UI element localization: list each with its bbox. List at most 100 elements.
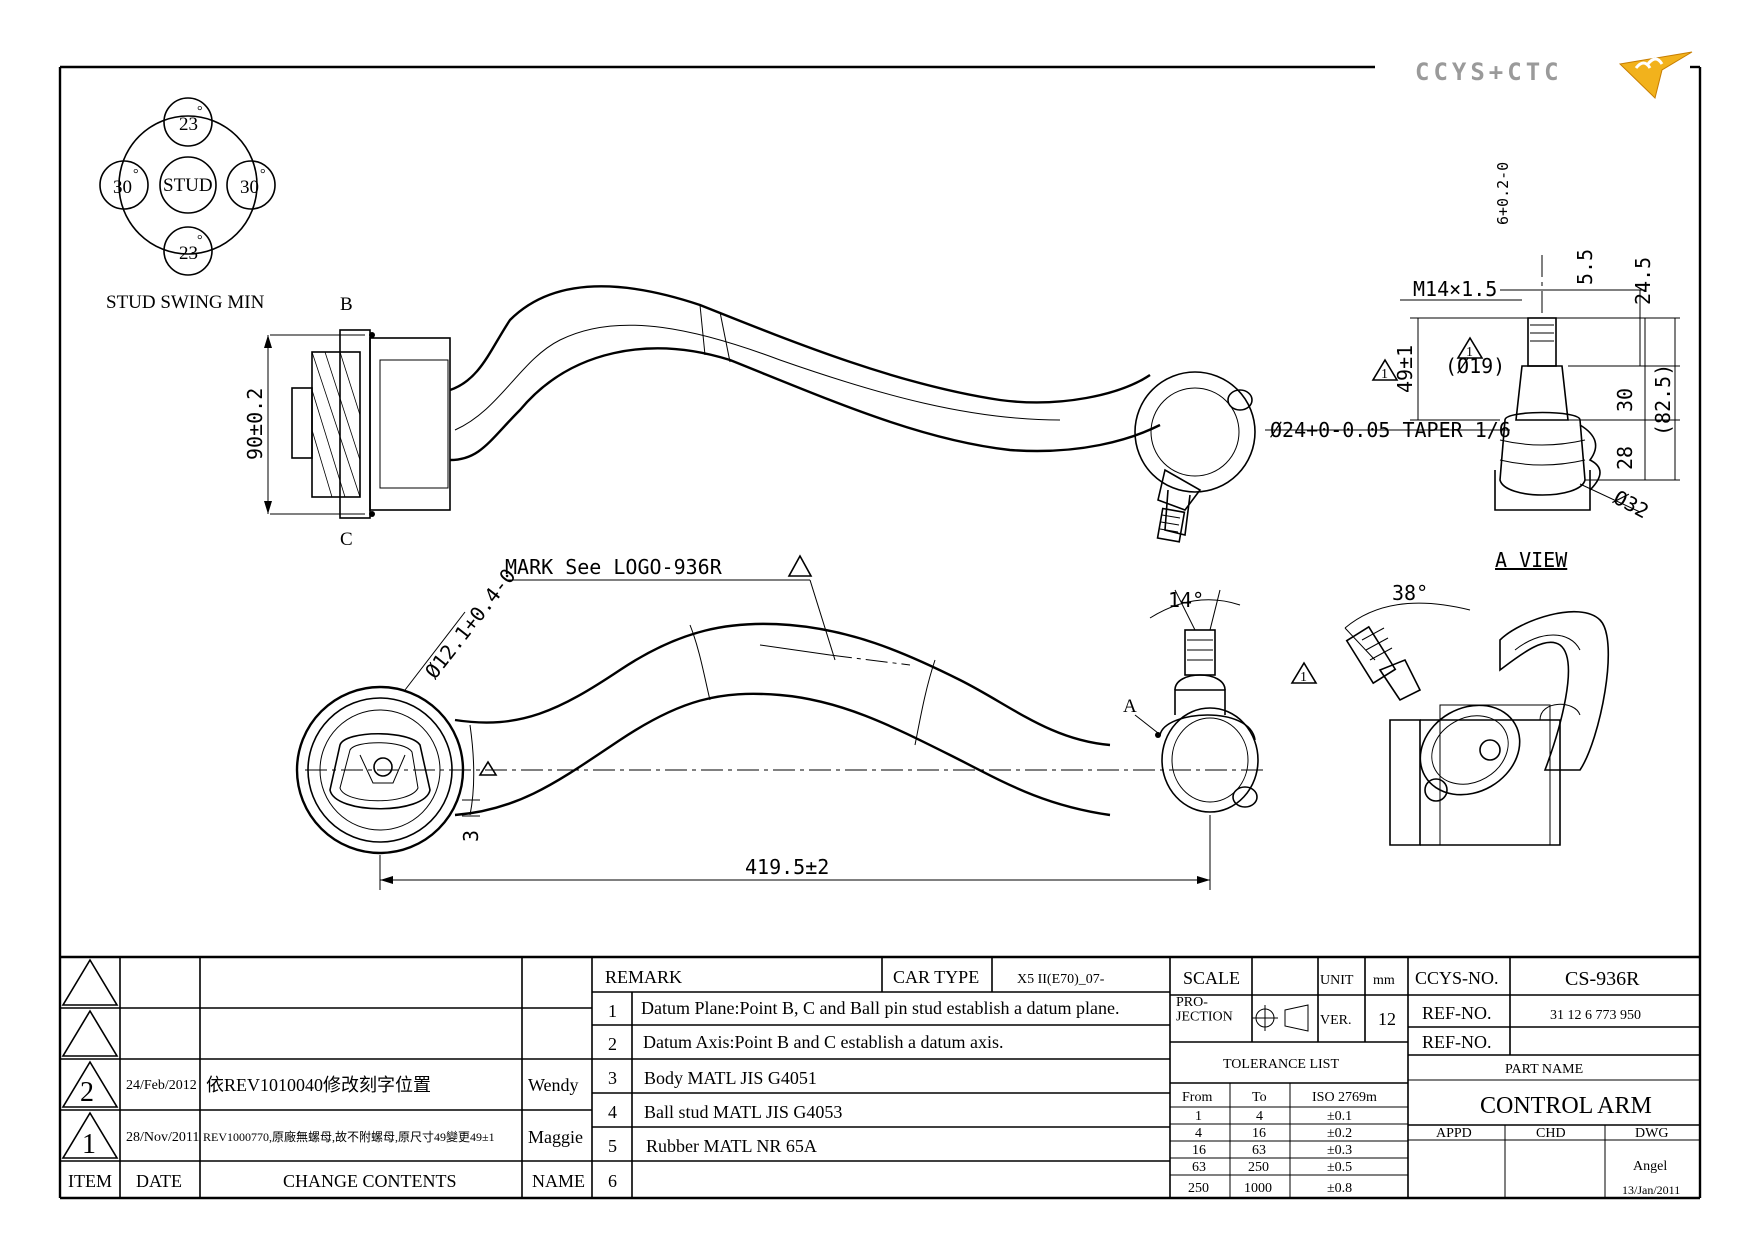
tolerance-row3-tol: ±0.3 [1327, 1143, 1352, 1158]
tolerance-row2-to: 16 [1252, 1126, 1266, 1141]
swing-left-value: 30 [113, 177, 132, 198]
tolerance-row4-tol: ±0.5 [1327, 1160, 1352, 1175]
dimension-warning-number: 1 [1381, 367, 1388, 382]
remark-1-no: 1 [608, 1001, 617, 1021]
revision-row4-triangle-icon [61, 1111, 119, 1159]
tolerance-row5-tol: ±0.8 [1327, 1181, 1352, 1196]
front-view-drawing: MARK See LOGO-936R Ø12.1+0.4-0 14° A 3 4… [295, 554, 1265, 890]
drawn-date: 13/Jan/2011 [1622, 1183, 1680, 1197]
front-view-dim-3: 3 [459, 830, 483, 842]
revision-row4-name: Maggie [528, 1127, 583, 1147]
appd-label: APPD [1436, 1126, 1472, 1141]
remark-4-no: 4 [608, 1102, 617, 1122]
remark-2-no: 2 [608, 1034, 617, 1054]
top-view-height-dim: 90±0.2 [243, 388, 267, 460]
tolerance-row5-to: 1000 [1244, 1181, 1272, 1196]
tolerance-row2-tol: ±0.2 [1327, 1126, 1352, 1141]
tolerance-header-iso: ISO 2769m [1312, 1090, 1377, 1105]
scale-label: SCALE [1183, 968, 1240, 988]
remark-2-text: Datum Axis:Point B and C establish a dat… [643, 1032, 1003, 1052]
revision-row3-date: 24/Feb/2012 [126, 1078, 197, 1093]
tolerance-row4-to: 250 [1248, 1160, 1269, 1175]
dimension-warning-icon [1371, 358, 1399, 381]
a-view-warning-icon [1456, 336, 1484, 359]
company-logo: CCYS+CTC [1415, 51, 1693, 99]
a-view-dia-32: Ø32 [1610, 485, 1653, 523]
ref-no-label: REF-NO. [1422, 1003, 1492, 1023]
remark-label: REMARK [605, 967, 682, 987]
tolerance-row2-from: 4 [1195, 1126, 1202, 1141]
revision-row4-date: 28/Nov/2011 [126, 1130, 199, 1145]
iso-view-angle: 38° [1392, 581, 1428, 605]
general-warning-number: 1 [1300, 670, 1307, 685]
revision-header-change: CHANGE CONTENTS [283, 1171, 457, 1191]
revision-header-item: ITEM [68, 1171, 112, 1191]
swing-right-value: 30 [240, 177, 259, 198]
swing-bottom-value: 23 [179, 243, 198, 264]
tolerance-row1-from: 1 [1195, 1109, 1202, 1124]
stud-swing-diagram: 23 23 30 30 STUD ° ° ° ° STUD SWING MIN [99, 97, 276, 313]
ccys-no-value: CS-936R [1565, 968, 1640, 990]
mark-note-warning-icon [787, 554, 813, 577]
a-view-dim-49: 49±1 [1393, 345, 1417, 393]
revision-row1-triangle-icon [61, 958, 119, 1006]
car-type-label: CAR TYPE [893, 967, 979, 987]
stud-swing-caption: STUD SWING MIN [106, 292, 265, 313]
unit-label: UNIT [1320, 973, 1354, 988]
front-view-angle: 14° [1168, 588, 1204, 612]
ref-no-value: 31 12 6 773 950 [1550, 1008, 1641, 1023]
a-view-dim-82-5: (82.5) [1651, 364, 1675, 436]
projection-label: PRO-JECTION [1176, 995, 1233, 1025]
a-view-dim-28: 28 [1613, 446, 1637, 470]
a-view-dim-30: 30 [1613, 388, 1637, 412]
version-value: 12 [1378, 1009, 1396, 1029]
revision-row3-item: 2 [80, 1077, 94, 1108]
front-view-bore: Ø12.1+0.4-0 [420, 564, 520, 683]
revision-row4-change: REV1000770,原廠無螺母,故不附螺母,原尺寸49變更49±1 [203, 1129, 495, 1144]
swing-left-degree: ° [133, 167, 139, 182]
revision-row3-name: Wendy [528, 1075, 579, 1095]
isometric-view-drawing: 38° [1344, 581, 1610, 846]
swing-top-value: 23 [179, 114, 198, 135]
a-view-dim-5-5: 5.5 [1573, 249, 1597, 285]
general-warning-icon [1290, 661, 1318, 684]
remark-3-text: Body MATL JIS G4051 [644, 1068, 817, 1088]
title-block: 2 24/Feb/2012 依REV1010040修改刻字位置 Wendy 1 … [60, 955, 1700, 1198]
a-view-dim-24-5: 24.5 [1631, 257, 1655, 305]
logo-mark-icon [1618, 51, 1693, 99]
chd-label: CHD [1536, 1126, 1566, 1141]
tolerance-header-to: To [1252, 1090, 1267, 1105]
swing-center-label: STUD [163, 175, 213, 196]
drawing-border [58, 65, 1702, 1200]
revision-row3-change: 依REV1010040修改刻字位置 [206, 1075, 431, 1095]
revision-row3-triangle-icon [61, 1060, 119, 1108]
drawn-by: Angel [1633, 1159, 1667, 1174]
dwg-label: DWG [1635, 1126, 1668, 1141]
swing-bottom-degree: ° [197, 233, 203, 248]
revision-row2-triangle-icon [61, 1009, 119, 1057]
tolerance-title: TOLERANCE LIST [1223, 1057, 1339, 1072]
remark-5-no: 5 [608, 1136, 617, 1156]
tolerance-row1-to: 4 [1256, 1109, 1263, 1124]
tolerance-row1-tol: ±0.1 [1327, 1109, 1352, 1124]
remark-5-text: Rubber MATL NR 65A [646, 1136, 817, 1156]
remark-3-no: 3 [608, 1068, 617, 1088]
car-type-value: X5 II(E70)_07- [1017, 972, 1105, 987]
top-view-drawing: B C 90±0.2 [243, 285, 1256, 550]
tolerance-row5-from: 250 [1188, 1181, 1209, 1196]
a-view-thread-tol: 6+0.2-0 [1494, 162, 1512, 225]
a-view-taper: Ø24+0-0.05 TAPER 1/6 [1270, 418, 1511, 442]
top-view-point-c: C [340, 529, 353, 550]
revision-row4-item: 1 [82, 1129, 96, 1160]
part-name-label: PART NAME [1505, 1062, 1583, 1077]
part-name-value: CONTROL ARM [1480, 1093, 1652, 1119]
revision-header-date: DATE [136, 1171, 182, 1191]
revision-header-name: NAME [532, 1171, 585, 1191]
swing-top-degree: ° [197, 104, 203, 119]
a-view-caption: A VIEW [1495, 548, 1568, 572]
a-view-drawing: 6+0.2-0 5.5 24.5 M14×1.5 49±1 1 1 (Ø19) … [1265, 162, 1680, 572]
a-view-warning-number: 1 [1466, 345, 1473, 360]
projection-symbol-icon [1252, 1004, 1309, 1032]
unit-value: mm [1373, 973, 1395, 988]
front-view-mark-note: MARK See LOGO-936R [505, 555, 723, 579]
